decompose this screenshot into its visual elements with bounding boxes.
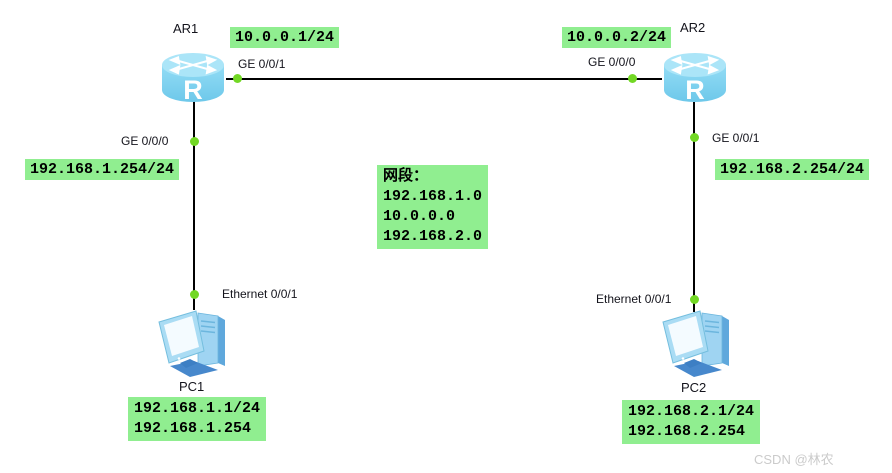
router-icon-ar1[interactable]: R bbox=[160, 52, 226, 104]
device-label-ar1: AR1 bbox=[173, 21, 199, 36]
note-pc2-ip[interactable]: 192.168.2.1/24 192.168.2.254 bbox=[622, 400, 761, 444]
link-ar2-pc2[interactable] bbox=[693, 102, 695, 312]
interface-label-ar2-ge000: GE 0/0/0 bbox=[588, 55, 636, 69]
note-pc2-gateway-line: 192.168.2.254 bbox=[628, 423, 746, 440]
interface-dot-ar2-ge000 bbox=[628, 74, 637, 83]
note-pc1-ip-line: 192.168.1.1/24 bbox=[134, 400, 261, 417]
note-pc1-gateway-line: 192.168.1.254 bbox=[134, 420, 252, 437]
pc-icon-pc2[interactable] bbox=[660, 306, 738, 378]
note-ar1-lan-ip[interactable]: 192.168.1.254/24 bbox=[25, 159, 180, 180]
interface-dot-ar1-ge001 bbox=[233, 74, 242, 83]
interface-label-ar1-ge001: GE 0/0/1 bbox=[238, 57, 286, 71]
note-segment-line: 10.0.0.0 bbox=[383, 208, 456, 225]
note-segment-line: 192.168.1.0 bbox=[383, 188, 483, 205]
interface-label-ar1-ge000: GE 0/0/0 bbox=[121, 134, 169, 148]
interface-label-pc1-eth: Ethernet 0/0/1 bbox=[222, 287, 298, 301]
interface-dot-ar2-ge001 bbox=[690, 133, 699, 142]
link-ar1-pc1[interactable] bbox=[193, 100, 195, 310]
note-pc1-ip[interactable]: 192.168.1.1/24 192.168.1.254 bbox=[128, 397, 267, 441]
interface-dot-pc1-eth bbox=[190, 290, 199, 299]
note-ar2-wan-ip[interactable]: 10.0.0.2/24 bbox=[562, 27, 672, 48]
note-network-segments[interactable]: 网段： 192.168.1.0 10.0.0.0 192.168.2.0 bbox=[377, 165, 489, 249]
note-ar1-wan-ip[interactable]: 10.0.0.1/24 bbox=[230, 27, 340, 48]
device-label-pc1: PC1 bbox=[179, 379, 205, 394]
device-label-pc2: PC2 bbox=[681, 380, 707, 395]
interface-label-pc2-eth: Ethernet 0/0/1 bbox=[596, 292, 672, 306]
note-ar2-lan-ip[interactable]: 192.168.2.254/24 bbox=[715, 159, 870, 180]
svg-text:R: R bbox=[183, 75, 203, 104]
link-ar1-ar2[interactable] bbox=[226, 78, 662, 80]
interface-dot-ar1-ge000 bbox=[190, 137, 199, 146]
note-segment-line: 192.168.2.0 bbox=[383, 228, 483, 245]
pc-icon-pc1[interactable] bbox=[156, 306, 234, 378]
router-icon-ar2[interactable]: R bbox=[662, 52, 728, 104]
svg-text:R: R bbox=[685, 75, 705, 104]
note-segments-title: 网段： bbox=[383, 168, 429, 185]
device-label-ar2: AR2 bbox=[680, 20, 706, 35]
csdn-watermark: CSDN @林农 bbox=[754, 452, 834, 467]
note-pc2-ip-line: 192.168.2.1/24 bbox=[628, 403, 755, 420]
interface-label-ar2-ge001: GE 0/0/1 bbox=[712, 131, 760, 145]
interface-dot-pc2-eth bbox=[690, 295, 699, 304]
